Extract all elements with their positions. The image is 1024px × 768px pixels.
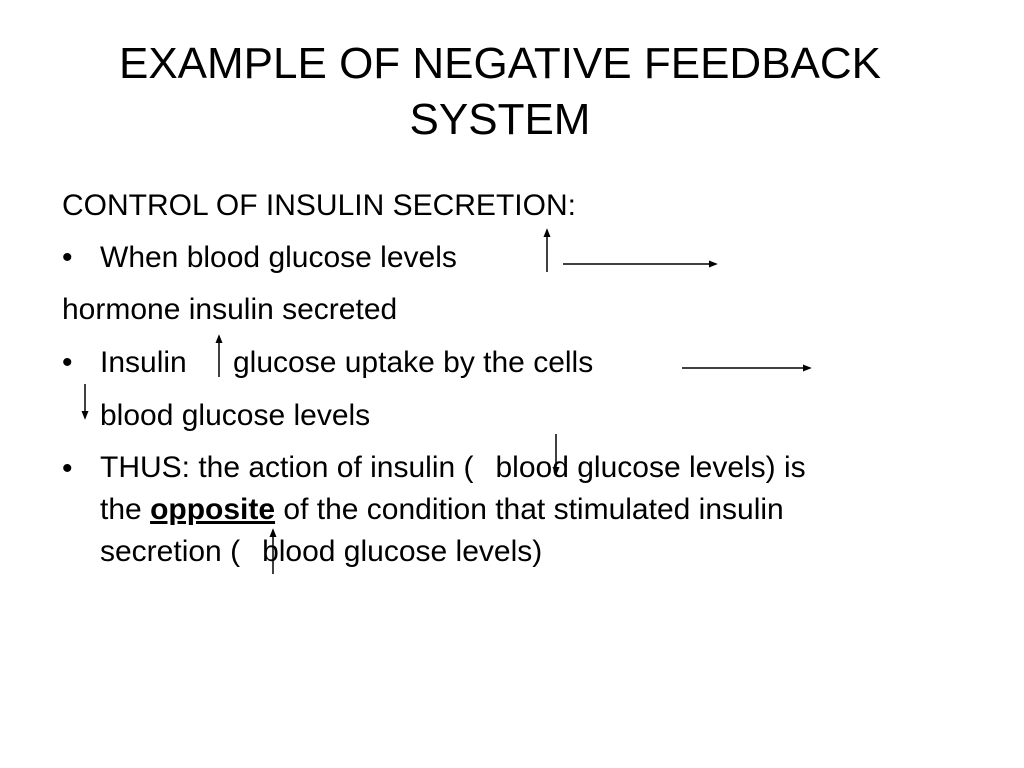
item-3-text-d: of the condition that stimulated insulin	[283, 493, 784, 526]
item-3-text-c: the	[100, 493, 142, 526]
section-heading: CONTROL OF INSULIN SECRETION:	[62, 189, 576, 222]
item-2-text-b: glucose uptake by the cells	[233, 346, 594, 379]
slide-title: EXAMPLE OF NEGATIVE FEEDBACK SYSTEM	[60, 36, 940, 148]
item-3-text-e: secretion (	[100, 535, 241, 568]
bullet-3: •	[62, 452, 73, 485]
item-3-paragraph: THUS: the action of insulin ( blood gluco…	[100, 447, 960, 573]
opposite-emphasis: opposite	[150, 493, 276, 526]
item-1-text: When blood glucose levels	[100, 241, 457, 274]
item-3-text-b: blood glucose levels) is	[495, 451, 806, 484]
item-2-continuation: blood glucose levels	[100, 399, 371, 432]
bullet-1: •	[62, 241, 73, 274]
title-line-2: SYSTEM	[409, 95, 591, 144]
title-line-1: EXAMPLE OF NEGATIVE FEEDBACK	[118, 39, 882, 88]
item-3-text-f: blood glucose levels)	[262, 535, 543, 568]
item-2-text-a: Insulin	[100, 346, 187, 379]
item-3-text-a: THUS: the action of insulin (	[100, 451, 474, 484]
bullet-2: •	[62, 346, 73, 379]
item-1-continuation: hormone insulin secreted	[62, 293, 398, 326]
